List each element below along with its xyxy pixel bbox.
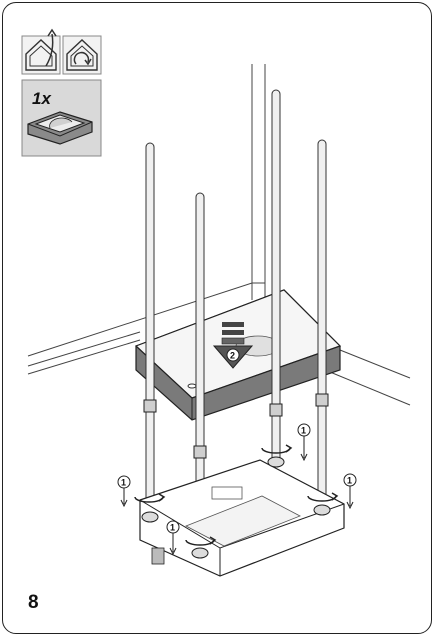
house-exit-icon — [21, 28, 61, 75]
turn-callout-left: 1 — [117, 475, 131, 508]
push-down-arrow-icon: 2 — [212, 322, 254, 369]
turn-callout-number: 1 — [301, 426, 306, 436]
turn-callout-right: 1 — [343, 473, 357, 510]
nuts — [143, 393, 329, 459]
instruction-frame — [2, 2, 432, 634]
base-nuts — [141, 456, 331, 559]
quantity-label: 1x — [32, 89, 52, 108]
base-unit — [139, 459, 345, 577]
room-lines — [27, 64, 411, 406]
turn-callout-number: 1 — [170, 523, 175, 533]
step-number: 8 — [28, 592, 39, 613]
turn-callout-bottom: 1 — [166, 520, 180, 556]
mounting-bracket-icon — [27, 111, 93, 145]
turn-callouts: 1 1 1 1 — [117, 423, 357, 556]
push-callout-number: 2 — [230, 351, 235, 361]
rotate-arrow-icon — [134, 444, 339, 546]
parts-box: 1x — [21, 79, 102, 157]
house-rotate-icon — [62, 35, 102, 75]
turn-callout-number: 1 — [121, 478, 126, 488]
turn-callout-number: 1 — [347, 476, 352, 486]
threaded-rods — [145, 89, 327, 554]
turn-callout-top: 1 — [297, 423, 311, 462]
